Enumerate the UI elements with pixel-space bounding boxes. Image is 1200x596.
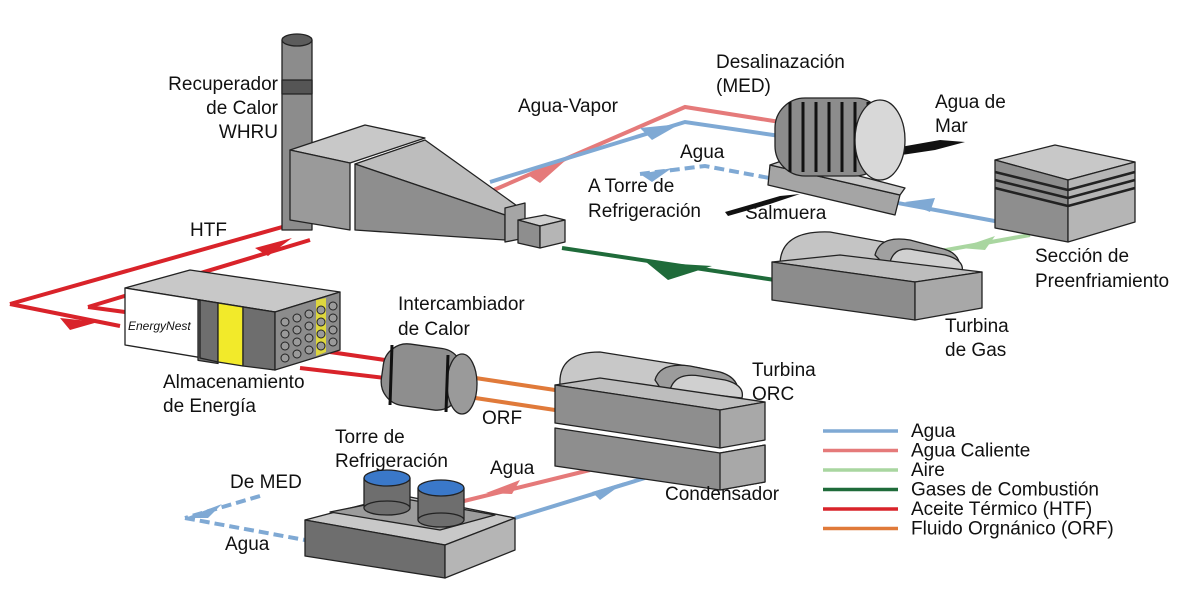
precool-label-1: Sección de bbox=[1035, 246, 1129, 267]
gas-turbine bbox=[771, 231, 983, 321]
hx-label-1: Intercambiador bbox=[398, 294, 525, 315]
legend-label: Fluido Orgnánico (ORF) bbox=[911, 519, 1114, 540]
legend-item: Agua Caliente bbox=[823, 441, 1030, 462]
orf-line-2 bbox=[461, 394, 556, 412]
legend-label: Aceite Térmico (HTF) bbox=[911, 499, 1092, 520]
tower-water-arrow bbox=[592, 482, 625, 500]
hot-water-line bbox=[479, 104, 781, 198]
from-med-label: De MED bbox=[230, 472, 302, 493]
energy-storage bbox=[124, 269, 341, 371]
water-to-tower-arrow bbox=[640, 168, 672, 182]
htf-label: HTF bbox=[190, 220, 227, 241]
orf-label: ORF bbox=[482, 408, 522, 429]
precool-label-2: Preenfriamiento bbox=[1035, 271, 1169, 292]
tower-label-1: Torre de bbox=[335, 427, 405, 448]
legend-item: Gases de Combustión bbox=[823, 480, 1099, 501]
condenser bbox=[554, 427, 766, 491]
water-bottom-label: Agua bbox=[225, 534, 270, 555]
sea-water-label-2: Mar bbox=[935, 116, 968, 137]
whru-label-1: Recuperador bbox=[168, 74, 279, 95]
hot-water-arrow bbox=[528, 160, 566, 183]
cooling-tower bbox=[304, 469, 516, 579]
storage-label-1: Almacenamiento bbox=[163, 372, 305, 393]
sea-water-label-1: Agua de bbox=[935, 92, 1006, 113]
htf-storage-hx-2 bbox=[299, 366, 386, 380]
condenser-label: Condensador bbox=[665, 484, 780, 505]
orc-turbine bbox=[554, 351, 766, 449]
legend-label: Gases de Combustión bbox=[911, 480, 1099, 501]
whru-label-2: de Calor bbox=[206, 98, 278, 119]
legend-item: Agua bbox=[823, 421, 956, 442]
htf-line-inner-return bbox=[87, 305, 126, 314]
storage-label-2: de Energía bbox=[163, 396, 256, 417]
med-label-1: Desalinazación bbox=[716, 52, 845, 73]
gas-turbine-label-2: de Gas bbox=[945, 340, 1006, 361]
whru-body bbox=[289, 124, 566, 249]
condenser-hot-water-arrow bbox=[486, 480, 520, 494]
legend-item: Aceite Térmico (HTF) bbox=[823, 499, 1092, 520]
condenser-hot-water-line bbox=[459, 468, 591, 504]
legend-item: Fluido Orgnánico (ORF) bbox=[823, 519, 1114, 540]
water-return-arrow bbox=[640, 124, 680, 140]
orc-label-2: ORC bbox=[752, 384, 794, 405]
water-top-label: Agua bbox=[680, 142, 725, 163]
gas-turbine-label-1: Turbina bbox=[945, 316, 1009, 337]
water-return-line bbox=[489, 119, 781, 184]
water-condenser-label: Agua bbox=[490, 458, 535, 479]
energynest-brand: EnergyNest bbox=[128, 319, 191, 333]
legend-item: Aire bbox=[823, 460, 945, 481]
htf-line-outer bbox=[9, 220, 301, 306]
legend-label: Aire bbox=[911, 460, 945, 481]
streams bbox=[9, 104, 1031, 542]
orc-label-1: Turbina bbox=[752, 360, 816, 381]
htf-line-outer-return bbox=[9, 302, 121, 328]
flue-gas-arrow bbox=[646, 262, 712, 280]
to-tower-label-2: Refrigeración bbox=[588, 201, 701, 222]
htf-arrow-1 bbox=[255, 238, 292, 256]
med-label-2: (MED) bbox=[716, 76, 771, 97]
hx-label-2: de Calor bbox=[398, 319, 470, 340]
legend-label: Agua Caliente bbox=[911, 441, 1030, 462]
legend-label: Agua bbox=[911, 421, 956, 442]
air-arrow bbox=[960, 236, 995, 250]
brine-arrow bbox=[725, 194, 800, 216]
to-tower-label-1: A Torre de bbox=[588, 176, 674, 197]
heat-exchanger bbox=[380, 343, 478, 415]
htf-arrow-2 bbox=[60, 318, 98, 330]
precool-unit bbox=[994, 144, 1136, 243]
from-med-arrow bbox=[185, 504, 222, 518]
whru-label-3: WHRU bbox=[219, 122, 278, 143]
med-unit bbox=[767, 97, 906, 216]
orf-line-1 bbox=[461, 374, 556, 392]
htf-storage-hx-1 bbox=[329, 350, 386, 362]
water-bottom-line bbox=[184, 516, 306, 542]
water-steam-label: Agua-Vapor bbox=[518, 96, 619, 117]
labels: Recuperador de Calor WHRU Agua-Vapor Des… bbox=[128, 52, 1169, 555]
tower-label-2: Refrigeración bbox=[335, 451, 448, 472]
tower-water-line bbox=[514, 476, 646, 520]
brine-label: Salmuera bbox=[745, 203, 827, 224]
water-med-precool-arrow bbox=[905, 198, 935, 212]
